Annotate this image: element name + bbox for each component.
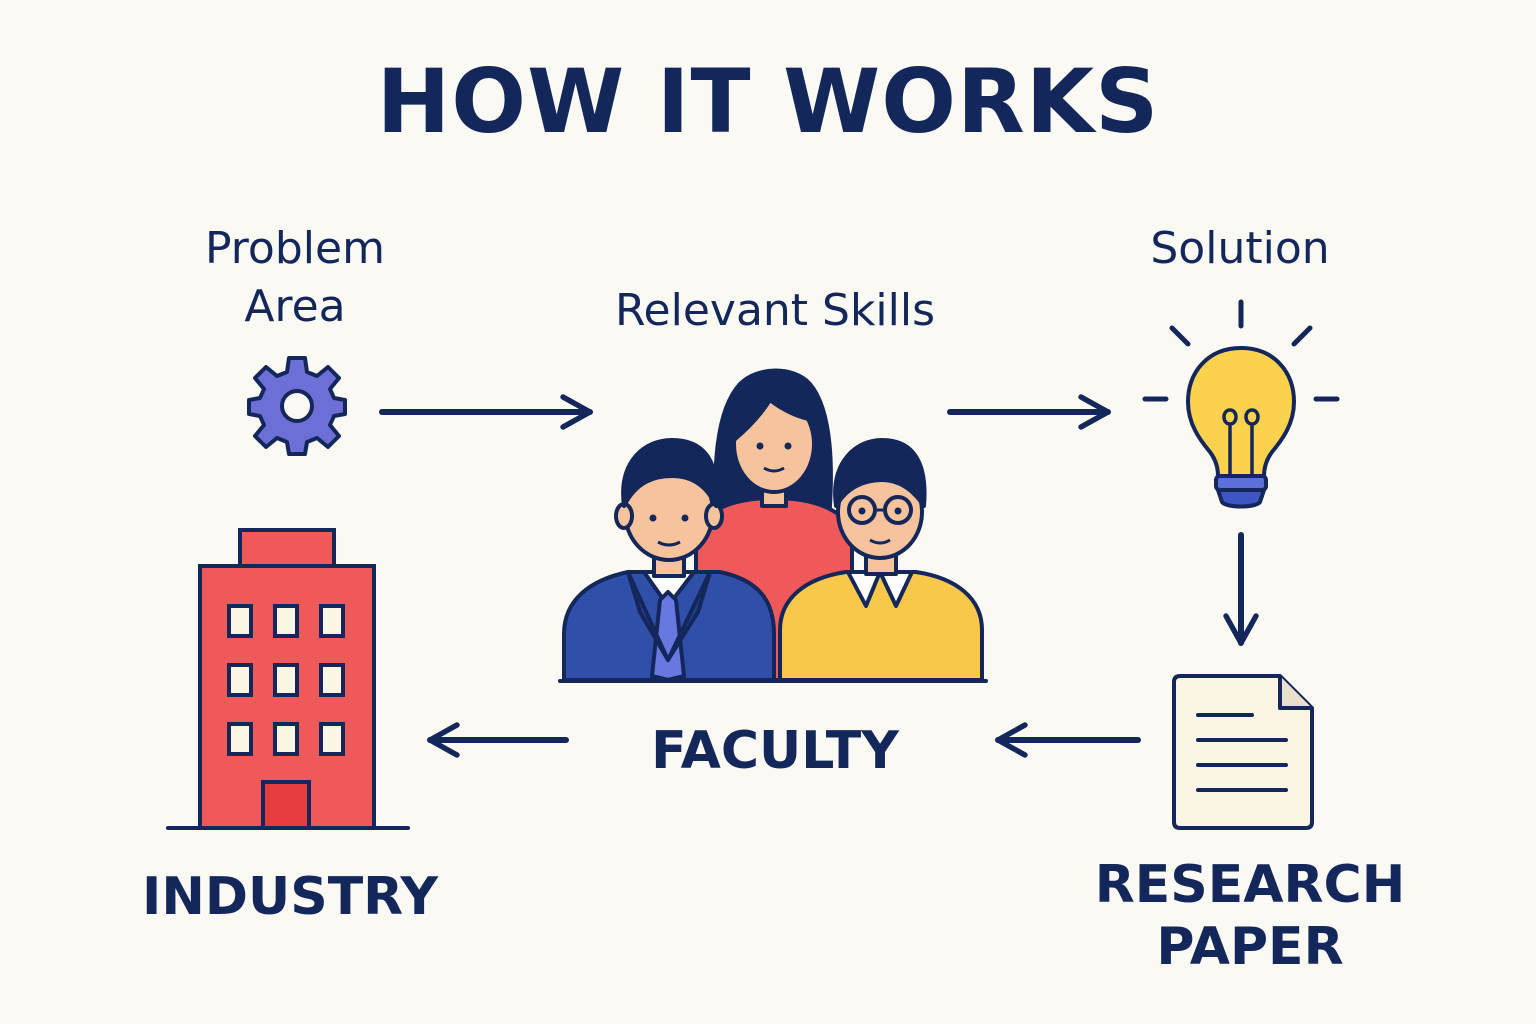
- man-suit-figure: [562, 438, 776, 682]
- solution-label: Solution: [1150, 223, 1330, 274]
- man-glasses-figure: [778, 438, 984, 682]
- faculty-label: FACULTY: [651, 721, 899, 781]
- document-icon: [1172, 674, 1314, 830]
- relevant-skills-label: Relevant Skills: [614, 285, 936, 336]
- problem-area-label: Problem Area: [150, 220, 440, 336]
- gear-icon: [247, 356, 347, 456]
- research-paper-label: RESEARCH PAPER: [1080, 854, 1420, 978]
- lightbulb-icon: [1142, 299, 1340, 509]
- building-icon: [166, 528, 410, 830]
- problem-area-label-line2: Area: [244, 281, 346, 332]
- research-paper-label-line1: RESEARCH: [1094, 855, 1406, 915]
- industry-label: INDUSTRY: [141, 867, 439, 927]
- research-paper-label-line2: PAPER: [1156, 917, 1344, 977]
- problem-area-label-line1: Problem: [205, 223, 385, 274]
- page-title: HOW IT WORKS: [376, 50, 1160, 153]
- people-group-icon: [558, 368, 988, 683]
